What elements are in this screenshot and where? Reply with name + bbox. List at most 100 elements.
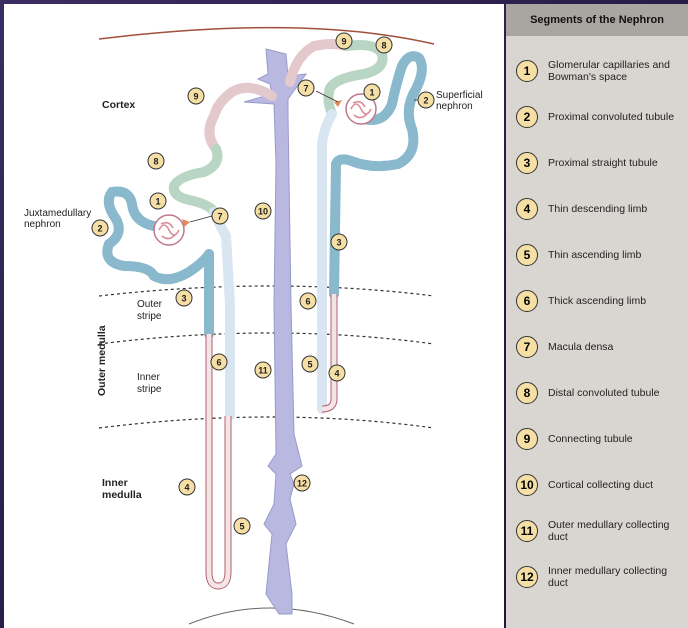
svg-text:9: 9 <box>193 92 198 102</box>
sf-glomerulus <box>350 100 372 119</box>
legend-number: 1 <box>516 60 538 82</box>
legend-label: Connecting tubule <box>548 433 633 445</box>
label-superficial-2: nephron <box>436 101 473 112</box>
marker: 6 <box>210 353 228 371</box>
svg-text:2: 2 <box>97 224 102 234</box>
svg-text:5: 5 <box>239 522 244 532</box>
legend-number: 10 <box>516 474 538 496</box>
marker: 4 <box>328 364 346 382</box>
marker: 7 <box>211 207 229 225</box>
marker: 1 <box>363 83 381 101</box>
jm-glomerulus <box>158 221 180 240</box>
label-inner-medulla-1: Inner <box>102 477 128 489</box>
legend-number: 4 <box>516 198 538 220</box>
marker: 12 <box>293 474 311 492</box>
marker: 6 <box>299 292 317 310</box>
marker: 11 <box>254 361 272 379</box>
legend-label: Thin descending limb <box>548 203 648 215</box>
jm-thick-ascending <box>209 207 235 421</box>
legend-label: Inner medullary collecting duct <box>548 565 668 589</box>
label-cortex: Cortex <box>102 99 135 111</box>
marker: 8 <box>375 36 393 54</box>
svg-text:2: 2 <box>423 96 428 106</box>
legend-number: 7 <box>516 336 538 358</box>
markers: 9 8 7 1 2 9 8 1 7 2 10 3 3 6 6 11 5 4 12… <box>91 32 435 535</box>
marker: 5 <box>233 517 251 535</box>
marker: 10 <box>254 202 272 220</box>
marker: 7 <box>297 79 315 97</box>
legend-item: 4 Thin descending limb <box>516 189 688 229</box>
marker: 2 <box>417 91 435 109</box>
sf-thick-ascending <box>317 109 337 414</box>
jm-connecting-tubule <box>204 82 277 154</box>
svg-text:1: 1 <box>369 88 374 98</box>
legend-label: Proximal straight tubule <box>548 157 658 169</box>
legend-label: Cortical collecting duct <box>548 479 654 491</box>
medulla-boundary <box>98 416 435 429</box>
jm-thin-limb <box>206 334 231 589</box>
legend-item: 2 Proximal convoluted tubule <box>516 97 688 137</box>
legend-number: 6 <box>516 290 538 312</box>
svg-text:6: 6 <box>305 297 310 307</box>
legend-number: 5 <box>516 244 538 266</box>
capsule-line <box>98 26 435 45</box>
legend-item: 9 Connecting tubule <box>516 419 688 459</box>
stripe-boundary <box>98 332 435 345</box>
marker: 3 <box>175 289 193 307</box>
label-superficial-1: Superficial <box>436 90 483 101</box>
jm-proximal-convoluted <box>102 186 214 285</box>
svg-text:10: 10 <box>258 207 268 217</box>
svg-text:4: 4 <box>334 369 339 379</box>
marker: 3 <box>330 233 348 251</box>
nephron-diagram: Cortex Juxtamedullary nephron Superficia… <box>4 4 504 628</box>
legend-number: 8 <box>516 382 538 404</box>
leader-sf-7 <box>315 90 339 103</box>
svg-text:3: 3 <box>336 238 341 248</box>
legend-item: 10 Cortical collecting duct <box>516 465 688 505</box>
legend-label: Macula densa <box>548 341 614 353</box>
svg-text:9: 9 <box>341 37 346 47</box>
legend-item: 7 Macula densa <box>516 327 688 367</box>
marker: 5 <box>301 355 319 373</box>
legend-item: 8 Distal convoluted tubule <box>516 373 688 413</box>
nephron-svg: Cortex Juxtamedullary nephron Superficia… <box>24 26 483 625</box>
svg-text:7: 7 <box>217 212 222 222</box>
legend-label: Thick ascending limb <box>548 295 647 307</box>
leader-jm-7 <box>189 215 213 223</box>
label-outer-stripe-2: stripe <box>137 311 162 322</box>
label-outer-medulla: Outer medulla <box>96 325 108 396</box>
svg-text:8: 8 <box>381 41 386 51</box>
svg-text:1: 1 <box>155 197 160 207</box>
cortex-boundary <box>98 285 435 297</box>
label-juxtamedullary-1: Juxtamedullary <box>24 208 91 219</box>
svg-text:6: 6 <box>216 358 221 368</box>
label-inner-medulla-2: medulla <box>102 489 142 501</box>
sf-proximal-convoluted <box>331 51 427 172</box>
legend-title: Segments of the Nephron <box>506 4 688 36</box>
svg-text:7: 7 <box>303 84 308 94</box>
label-inner-stripe-2: stripe <box>137 384 162 395</box>
svg-text:8: 8 <box>153 157 158 167</box>
legend-label: Proximal convoluted tubule <box>548 111 675 123</box>
svg-text:12: 12 <box>297 479 307 489</box>
marker: 2 <box>91 219 109 237</box>
legend-number: 2 <box>516 106 538 128</box>
legend-number: 11 <box>516 520 538 542</box>
label-juxtamedullary-2: nephron <box>24 219 61 230</box>
sf-thin-limb <box>321 294 337 412</box>
marker: 4 <box>178 478 196 496</box>
svg-text:5: 5 <box>307 360 312 370</box>
jm-distal-tubule <box>168 144 223 217</box>
svg-text:4: 4 <box>184 483 189 493</box>
svg-text:3: 3 <box>181 294 186 304</box>
jm-macula-densa <box>182 219 190 227</box>
legend-number: 9 <box>516 428 538 450</box>
legend-label: Distal convoluted tubule <box>548 387 660 399</box>
legend-label: Thin ascending limb <box>548 249 642 261</box>
